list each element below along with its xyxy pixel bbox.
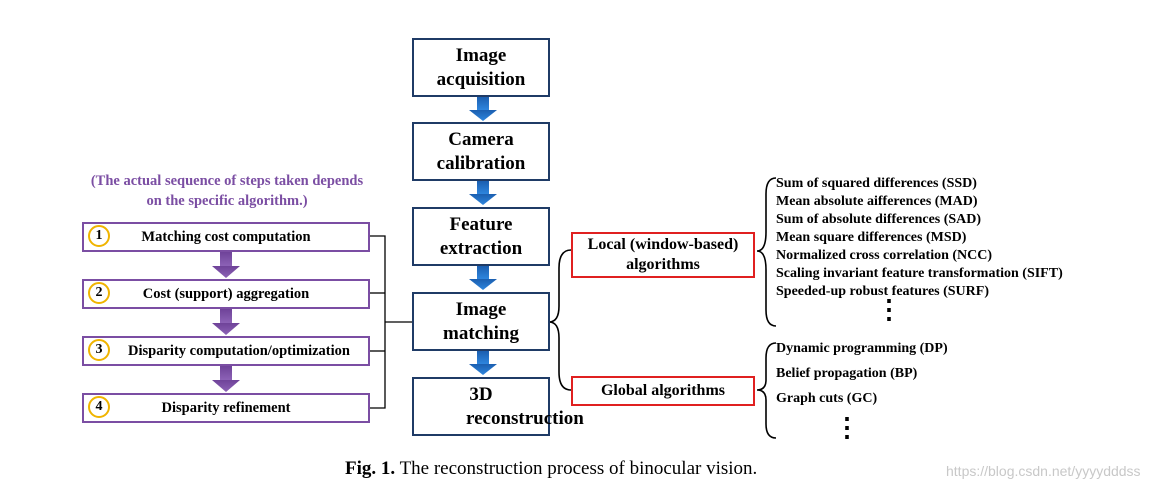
step-number-badge: 4 [88, 396, 110, 418]
list-item: Sum of squared differences (SSD) [776, 176, 977, 191]
flow-arrow-1 [469, 97, 497, 121]
global-more-ellipsis: ⋮ [834, 413, 860, 442]
flow-box-label: Camera calibration [436, 128, 526, 174]
step-number-badge: 3 [88, 339, 110, 361]
flow-box-label: Feature extraction [439, 213, 523, 259]
step-arrow-1 [212, 252, 240, 278]
step-number: 1 [95, 228, 103, 243]
steps-bracket [370, 235, 412, 409]
flow-arrow-4 [469, 351, 497, 375]
step-label: Matching cost computation [141, 228, 311, 245]
step-box-cost-aggregation: Cost (support) aggregation [82, 279, 370, 309]
step-number: 3 [95, 342, 103, 357]
step-box-disparity-refinement: Disparity refinement [82, 393, 370, 423]
watermark: https://blog.csdn.net/yyyydddss [946, 463, 1141, 479]
step-number-badge: 2 [88, 282, 110, 304]
sequence-note: (The actual sequence of steps taken depe… [90, 173, 364, 209]
step-label: Disparity computation/optimization [128, 342, 350, 359]
step-arrow-3 [212, 366, 240, 392]
step-number-badge: 1 [88, 225, 110, 247]
step-box-matching-cost: Matching cost computation [82, 222, 370, 252]
list-item: Graph cuts (GC) [776, 391, 878, 406]
caption-text: The reconstruction process of binocular … [399, 458, 758, 479]
list-item: Normalized cross correlation (NCC) [776, 248, 993, 263]
flow-box-feature-extraction: Feature extraction [412, 207, 550, 266]
flow-box-label: 3D reconstruction [466, 383, 584, 429]
flow-box-label: Image acquisition [436, 44, 526, 90]
list-item: Belief propagation (BP) [776, 366, 918, 381]
flow-box-label: Image matching [443, 298, 519, 344]
local-algorithms-box: Local (window-based) algorithms [571, 232, 755, 278]
flow-arrow-3 [469, 266, 497, 290]
global-algorithms-box: Global algorithms [571, 376, 755, 406]
list-item: Dynamic programming (DP) [776, 341, 948, 356]
step-number: 4 [95, 399, 103, 414]
step-label: Cost (support) aggregation [142, 285, 310, 302]
list-item: Mean square differences (MSD) [776, 230, 967, 245]
algorithm-brace [548, 249, 572, 391]
local-list-brace [756, 177, 777, 327]
list-item: Speeded-up robust features (SURF) [776, 284, 989, 299]
figure-caption: Fig. 1. The reconstruction process of bi… [345, 458, 757, 480]
step-arrow-2 [212, 309, 240, 335]
local-more-ellipsis: ⋮ [876, 295, 902, 324]
step-label: Disparity refinement [161, 399, 291, 416]
flow-arrow-2 [469, 181, 497, 205]
local-algorithm-list: Sum of squared differences (SSD) Mean ab… [776, 175, 1063, 301]
caption-prefix: Fig. 1. [345, 458, 396, 479]
local-algorithms-label: Local (window-based) algorithms [587, 236, 739, 273]
step-number: 2 [95, 285, 103, 300]
flow-box-image-acquisition: Image acquisition [412, 38, 550, 97]
step-box-disparity-computation: Disparity computation/optimization [82, 336, 370, 366]
global-list-brace [756, 342, 777, 439]
list-item: Scaling invariant feature transformation… [776, 266, 1063, 281]
list-item: Mean absolute aifferences (MAD) [776, 194, 978, 209]
flow-box-3d-reconstruction: 3D reconstruction [412, 377, 584, 436]
flow-box-camera-calibration: Camera calibration [412, 122, 550, 181]
flow-box-image-matching: Image matching [412, 292, 550, 351]
list-item: Sum of absolute differences (SAD) [776, 212, 982, 227]
global-algorithms-label: Global algorithms [600, 382, 725, 399]
